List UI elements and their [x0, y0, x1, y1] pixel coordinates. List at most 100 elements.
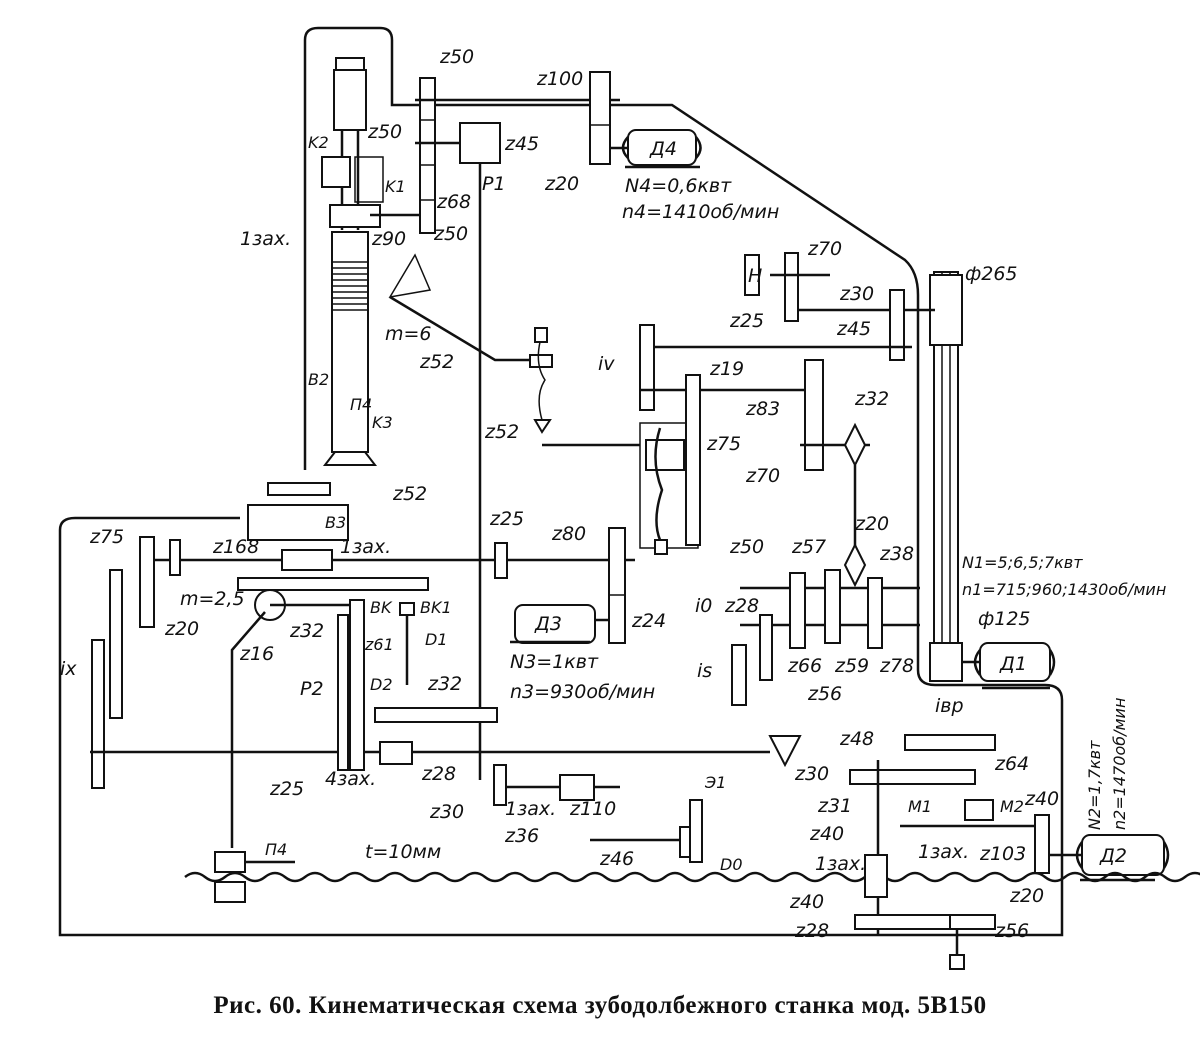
label-z46: z46: [599, 848, 634, 870]
label-z28-rapid: z28: [794, 920, 829, 942]
label-z25-sb: z25: [729, 310, 764, 332]
label-iv: iv: [598, 353, 615, 375]
label-z78: z78: [879, 655, 914, 677]
label-b2: B2: [308, 370, 329, 389]
label-b3: B3: [325, 513, 346, 532]
label-m1: M1: [908, 797, 932, 816]
speed-box: [639, 252, 935, 588]
label-k1: K1: [385, 177, 406, 196]
pulley-265: [929, 274, 963, 346]
label-d4-name: Д4: [649, 138, 677, 160]
label-m25: m=2,5: [180, 588, 245, 610]
cam-mechanism: [529, 327, 699, 555]
table-assembly: [90, 482, 770, 848]
label-z56-rapid: z56: [994, 920, 1029, 942]
label-d2-speed: n2=1470об/мин: [1110, 698, 1129, 830]
label-phi265: ф265: [965, 263, 1018, 285]
motor-d4: [610, 129, 702, 169]
label-z28-fb: z28: [724, 595, 759, 617]
label-z30-rapid: z30: [794, 763, 829, 785]
label-m2: M2: [1000, 797, 1024, 816]
label-z25-table: z25: [269, 778, 304, 800]
label-z64: z64: [994, 753, 1029, 775]
label-bk: BK: [370, 598, 393, 617]
label-e1: Э1: [704, 773, 726, 792]
label-z20-fb: z20: [854, 513, 889, 535]
label-z103: z103: [979, 843, 1026, 865]
label-i0: i0: [695, 595, 712, 617]
label-d2-name: Д2: [1099, 845, 1127, 867]
label-d1-table: D1: [425, 630, 448, 649]
label-z50-b: z50: [367, 121, 402, 143]
label-d3-speed: n3=930об/мин: [510, 681, 655, 703]
label-zax-table: 1зах.: [340, 536, 391, 558]
spindle-assembly: [321, 57, 425, 466]
label-z61: z61: [364, 635, 394, 654]
label-ix: ix: [60, 658, 77, 680]
label-z57: z57: [791, 536, 826, 558]
motor-d1: [962, 642, 1056, 690]
label-z59: z59: [834, 655, 869, 677]
top-gears: [415, 71, 620, 780]
feed-box: [731, 569, 920, 706]
label-bk1: BK1: [420, 598, 452, 617]
label-z70-b: z70: [745, 465, 780, 487]
label-z38: z38: [879, 543, 914, 565]
label-k3: K3: [372, 413, 393, 432]
label-p-arrow: П4: [350, 395, 372, 414]
label-z30-bottom: z30: [429, 801, 464, 823]
label-m6: m=6: [385, 323, 432, 345]
label-p4-bottom: П4: [265, 840, 287, 859]
label-4zax: 4зах.: [325, 768, 376, 790]
label-z40-a: z40: [809, 823, 844, 845]
label-z20-table: z20: [164, 618, 199, 640]
label-d0: D0: [720, 855, 743, 874]
label-d2-power: N2=1,7квт: [1085, 740, 1104, 830]
label-z48: z48: [839, 728, 874, 750]
label-z24: z24: [631, 610, 666, 632]
label-z50-fb: z50: [729, 536, 764, 558]
label-z70-a: z70: [807, 238, 842, 260]
label-z36: z36: [504, 825, 539, 847]
motor-d3: [510, 604, 610, 644]
label-h: H: [748, 265, 762, 287]
label-z28-table: z28: [421, 763, 456, 785]
label-is: is: [697, 660, 712, 682]
column-frame: [58, 26, 1064, 937]
label-z50-a: z50: [439, 46, 474, 68]
label-z45-top: z45: [504, 133, 539, 155]
rapid-traverse: [768, 734, 1050, 970]
figure-caption: Рис. 60. Кинематическая схема зубодолбеж…: [213, 992, 987, 1019]
label-z20-rapid: z20: [1009, 885, 1044, 907]
label-t10: t=10мм: [365, 841, 441, 863]
label-ivr: iвр: [935, 695, 964, 717]
label-z110: z110: [569, 798, 616, 820]
label-p2: P2: [300, 678, 324, 700]
label-z100: z100: [536, 68, 583, 90]
label-z75-table: z75: [89, 526, 124, 548]
label-z90: z90: [371, 228, 406, 250]
label-phi125: ф125: [978, 608, 1031, 630]
label-z32-b: z32: [427, 673, 462, 695]
label-z32-sb: z32: [854, 388, 889, 410]
pulley-125: [929, 642, 963, 682]
label-z52-c: z52: [392, 483, 427, 505]
label-1zax-rapid-b: 1зах.: [918, 841, 969, 863]
label-z45-sb: z45: [836, 318, 871, 340]
label-z68: z68: [436, 191, 471, 213]
label-z75-sb: z75: [706, 433, 741, 455]
label-1zax-bottom: 1зах.: [505, 798, 556, 820]
label-z80: z80: [551, 523, 586, 545]
label-z66: z66: [787, 655, 822, 677]
label-z168: z168: [212, 536, 259, 558]
label-z52-b: z52: [484, 421, 519, 443]
label-d4-speed: n4=1410об/мин: [622, 201, 779, 223]
label-z20-top: z20: [544, 173, 579, 195]
label-z32-table: z32: [289, 620, 324, 642]
lever: [389, 295, 530, 362]
label-d2-table: D2: [370, 675, 393, 694]
label-z16: z16: [239, 643, 274, 665]
label-z83: z83: [745, 398, 780, 420]
label-d1-power: N1=5;6,5;7квт: [962, 553, 1083, 572]
label-z25-center: z25: [489, 508, 524, 530]
